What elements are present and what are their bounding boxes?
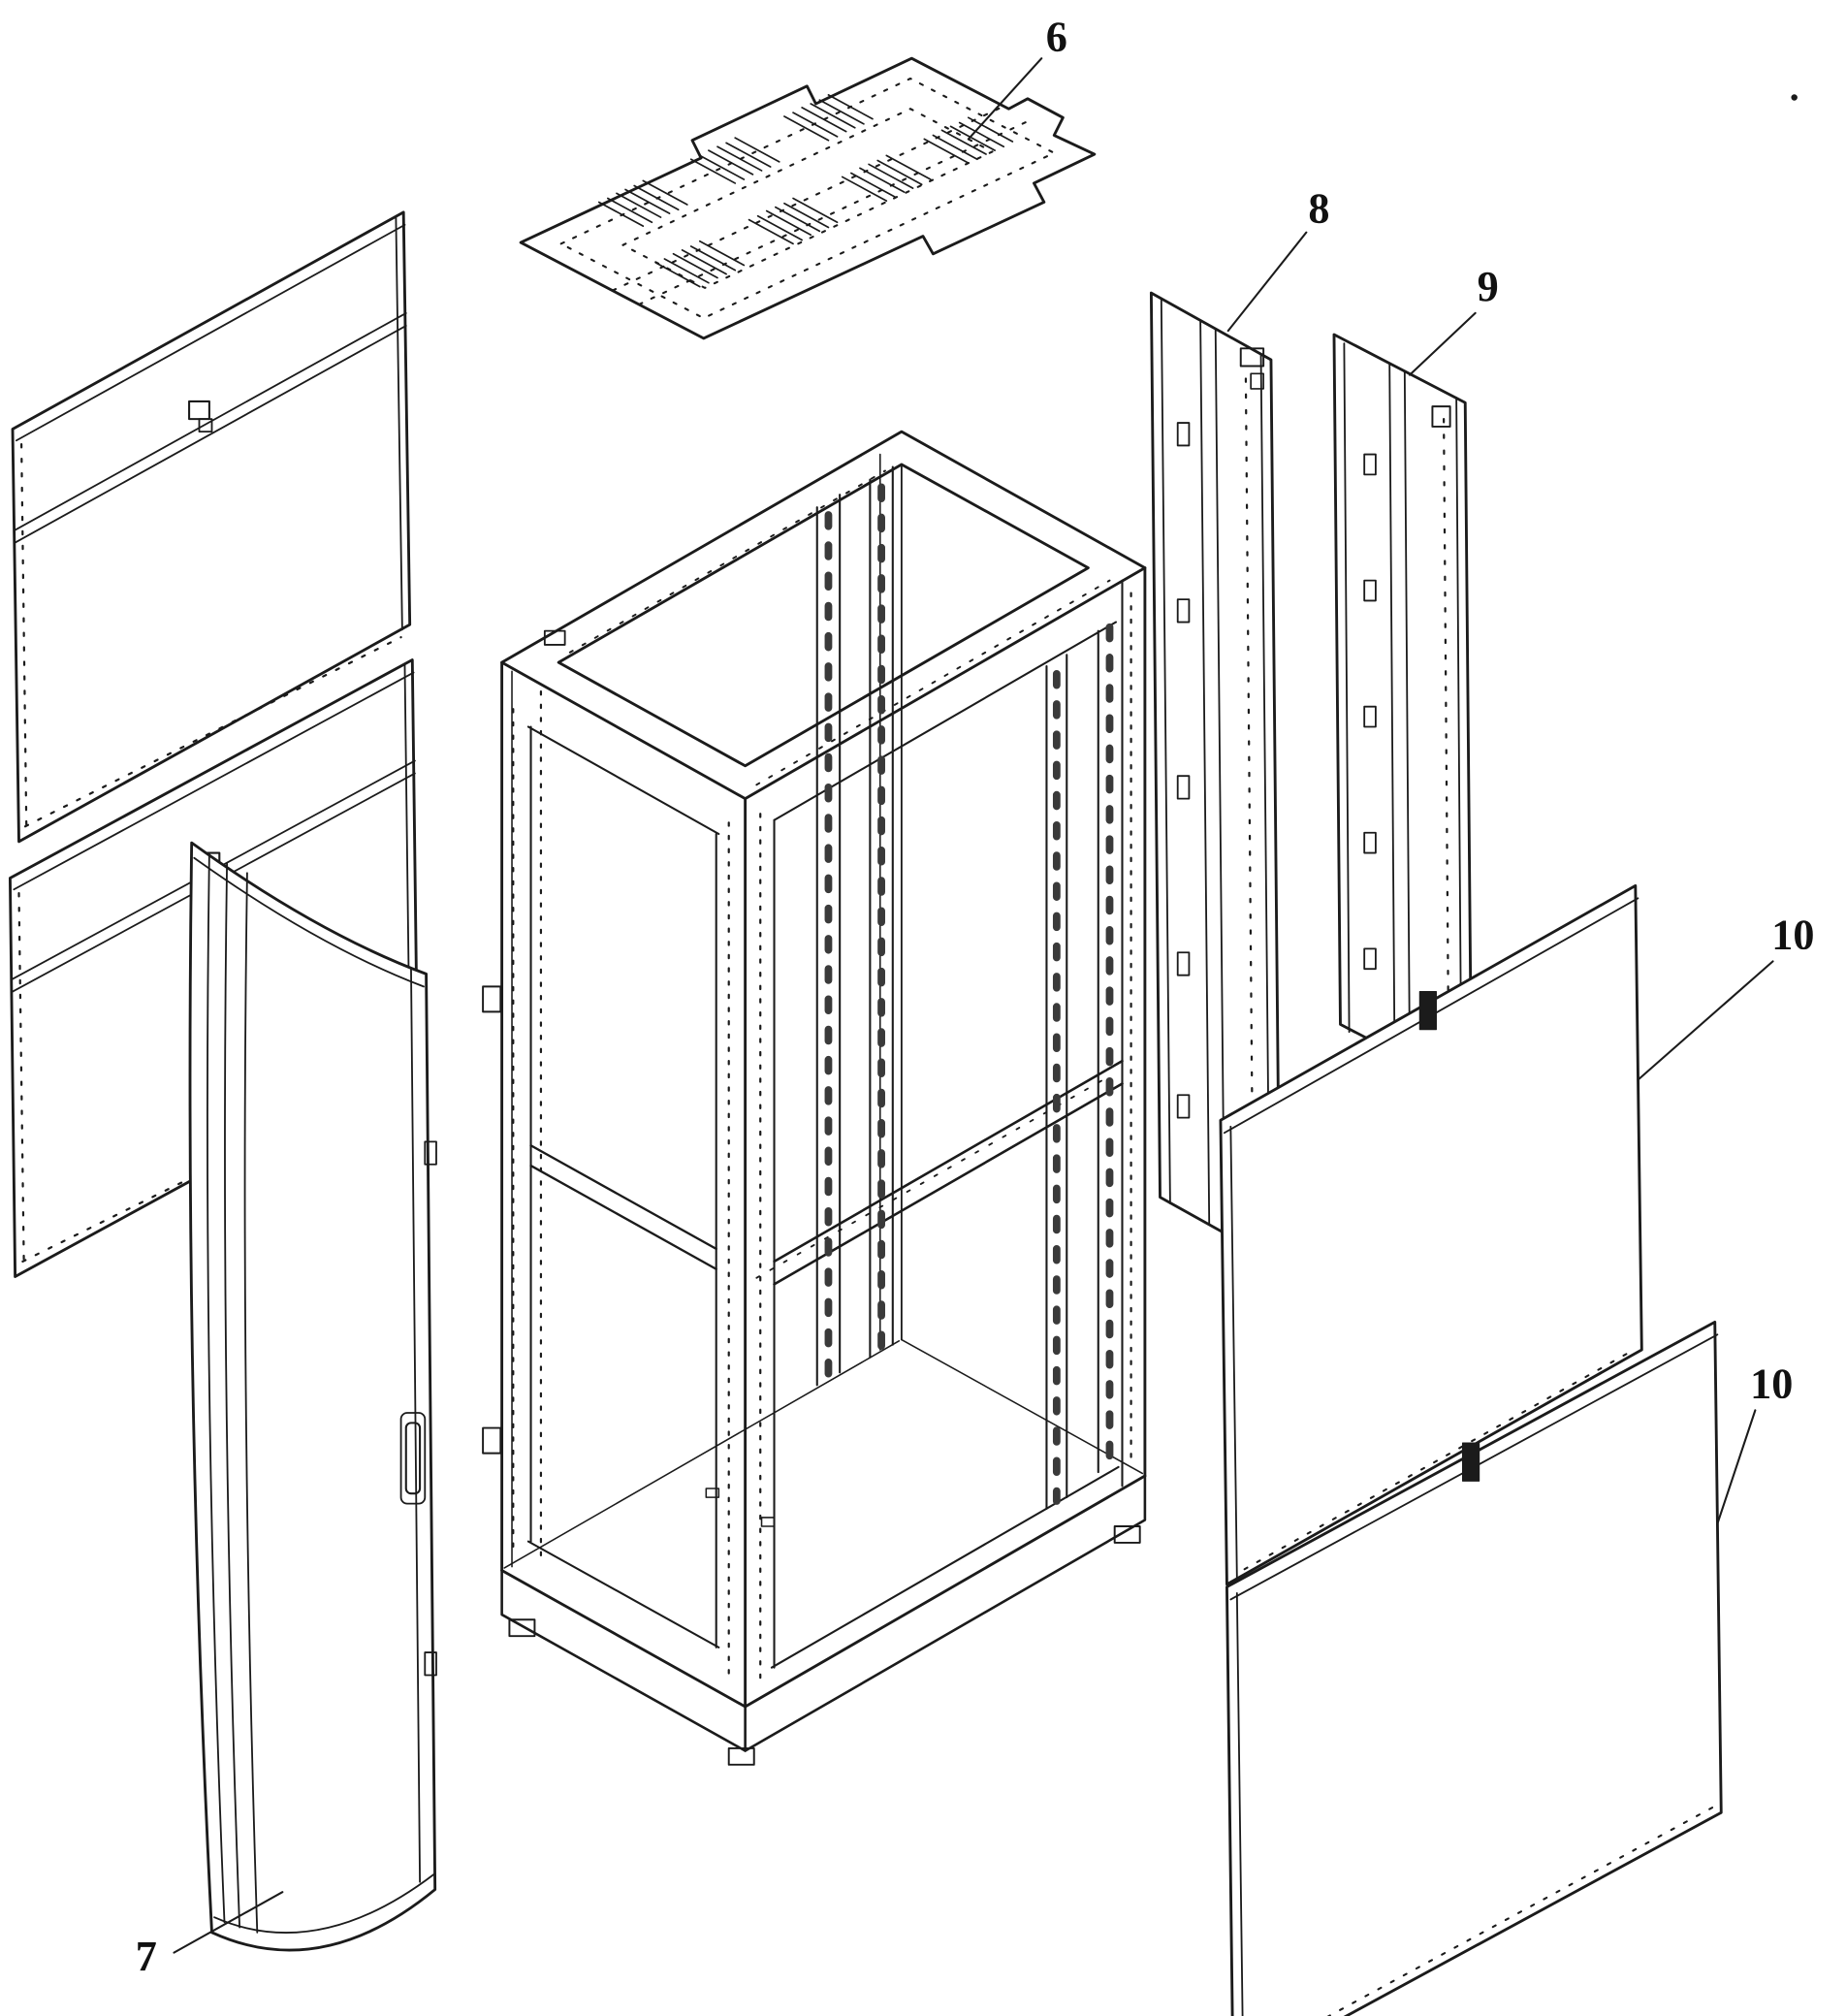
rack-frame [482, 430, 1147, 1766]
part-labels: 6 8 9 10 10 7 [136, 13, 1815, 1979]
hinge-cutout [1176, 1094, 1191, 1119]
hinge-cutout [1176, 422, 1191, 447]
leader-7 [173, 1891, 284, 1954]
leader-9 [1408, 311, 1477, 376]
hinge-cutout [1363, 831, 1377, 854]
leveling-foot [508, 1618, 536, 1638]
leader-6 [967, 57, 1043, 141]
leveling-foot [1113, 1525, 1141, 1544]
door-latch [1431, 405, 1451, 428]
label-10-upper: 10 [1771, 911, 1814, 958]
label-7: 7 [136, 1933, 157, 1980]
hinge-cutout [1363, 579, 1377, 602]
hinge-cutout [1363, 947, 1377, 971]
label-9: 9 [1478, 263, 1499, 310]
leader-10-upper [1637, 960, 1774, 1081]
hinge-bracket [482, 985, 502, 1013]
label-10-lower: 10 [1750, 1360, 1793, 1407]
leader-lines [173, 57, 1774, 1954]
hinge-cutout [1176, 951, 1191, 976]
rear-door-9 [1332, 333, 1474, 1095]
side-panel-latch [1418, 990, 1437, 1031]
door-handle [404, 1422, 422, 1495]
hinge-cutout [1363, 453, 1377, 476]
hinge-cutout [1176, 775, 1191, 800]
stray-dot [1791, 94, 1798, 101]
mounting-rail [1097, 623, 1114, 1474]
mounting-rail [1045, 654, 1068, 1510]
door-latch [1239, 347, 1265, 368]
top-panel [519, 56, 1097, 340]
hinge-cutout [1363, 705, 1377, 728]
hinge-bracket [482, 1426, 502, 1455]
leader-10-lower [1716, 1409, 1757, 1525]
mounting-rail [815, 494, 842, 1387]
side-panel-upper [1219, 883, 1643, 1586]
front-door [188, 841, 437, 1952]
door-hinge [424, 1140, 437, 1166]
door-hinge [424, 1651, 437, 1677]
rear-cover-upper [11, 210, 412, 844]
hinge-cutout [1176, 598, 1191, 624]
side-panel-lower [1225, 1320, 1723, 2016]
leader-8 [1226, 231, 1308, 333]
label-8: 8 [1308, 184, 1329, 232]
leveling-foot [727, 1746, 755, 1766]
label-6: 6 [1046, 13, 1067, 60]
side-panel-latch [1461, 1442, 1480, 1482]
mounting-rail [869, 465, 894, 1359]
